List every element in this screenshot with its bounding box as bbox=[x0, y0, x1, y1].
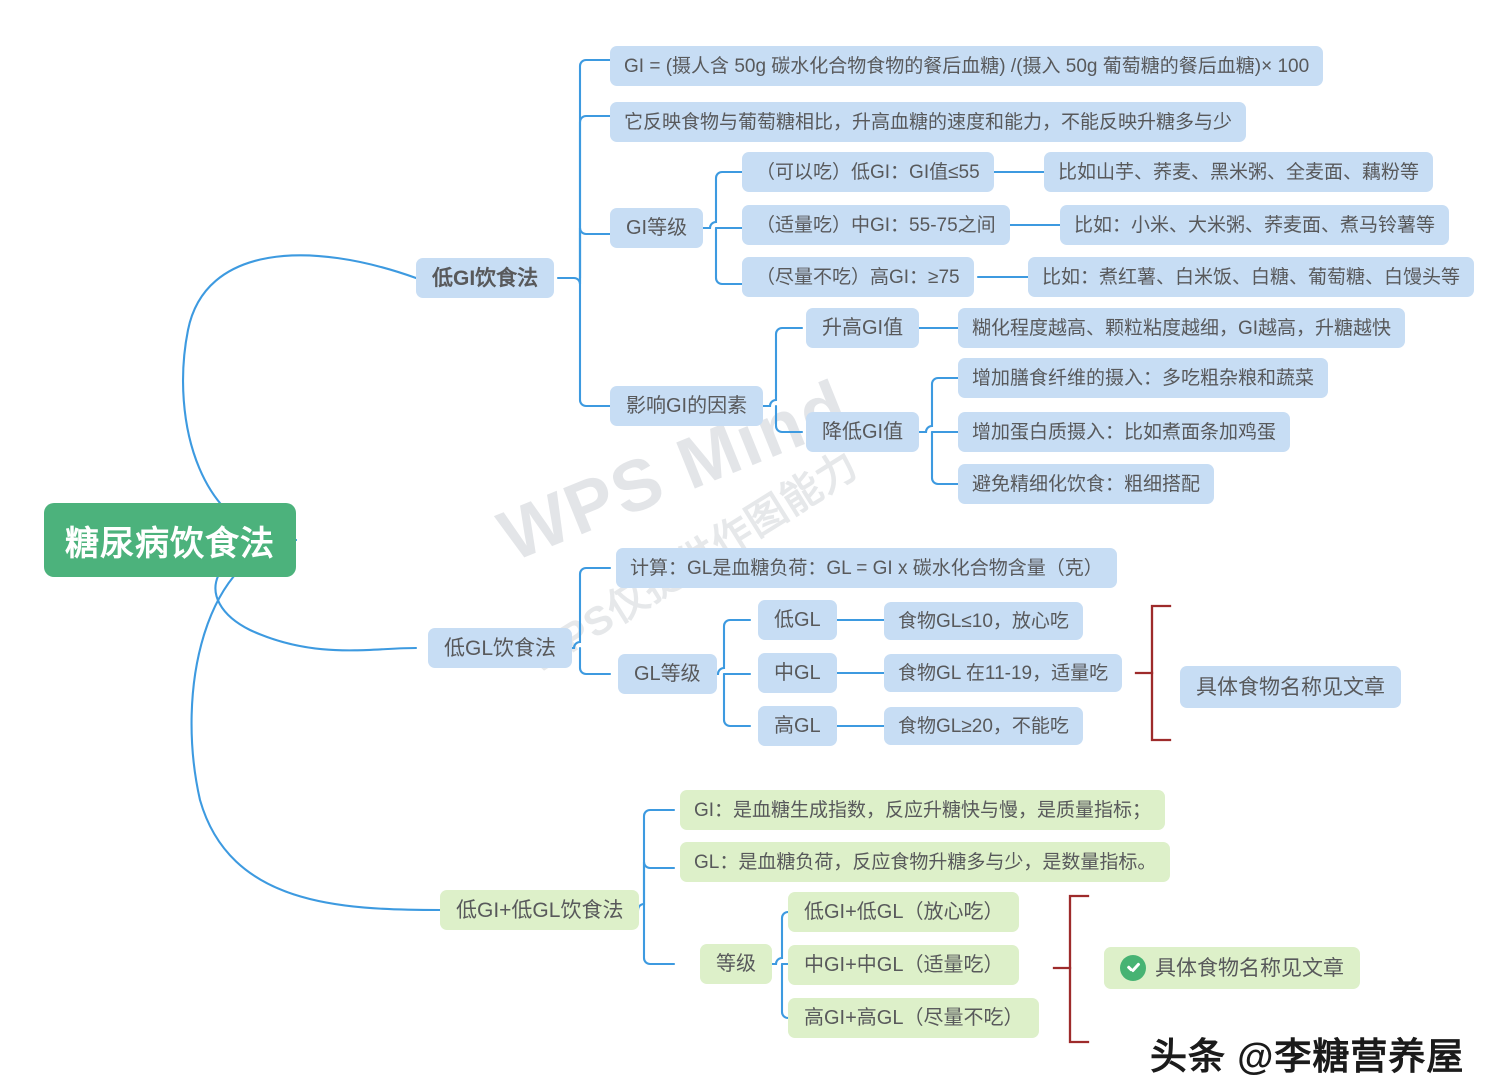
node-gl-calc[interactable]: 计算：GL是血糖负荷：GL = GI x 碳水化合物含量（克） bbox=[616, 548, 1117, 588]
node-def-gi[interactable]: GI：是血糖生成指数，反应升糖快与慢，是质量指标； bbox=[680, 790, 1166, 830]
node-gi-raise[interactable]: 升高GI值 bbox=[806, 308, 920, 348]
node-gl-low-detail[interactable]: 食物GL≤10，放心吃 bbox=[884, 602, 1083, 640]
node-label-gl-mid-detail: 食物GL 在11-19，适量吃 bbox=[898, 662, 1109, 684]
node-gl-mid[interactable]: 中GL bbox=[758, 653, 837, 693]
node-label-gi-lower-1: 增加膳食纤维的摄入：多吃粗杂粮和蔬菜 bbox=[972, 367, 1315, 389]
node-gi-raise-detail[interactable]: 糊化程度越高、颗粒粘度越细，GI越高，升糖越快 bbox=[958, 308, 1406, 348]
node-gi-factors[interactable]: 影响GI的因素 bbox=[610, 386, 764, 426]
node-label-gl-calc: 计算：GL是血糖负荷：GL = GI x 碳水化合物含量（克） bbox=[630, 557, 1103, 579]
brace-note-label-low-gl: 具体食物名称见文章 bbox=[1196, 675, 1385, 699]
branch-node-low-gl[interactable]: 低GL饮食法 bbox=[428, 628, 573, 668]
root-node[interactable]: 糖尿病饮食法 bbox=[44, 503, 296, 577]
root-node-label: 糖尿病饮食法 bbox=[65, 524, 275, 563]
channel-credit: 头条 @李糖营养屋 bbox=[1150, 1036, 1465, 1077]
node-label-gl-low: 低GL bbox=[774, 609, 821, 631]
node-label-gi-grade: GI等级 bbox=[626, 217, 688, 239]
node-gi-grade[interactable]: GI等级 bbox=[610, 208, 704, 248]
node-gi-lower-2[interactable]: 增加蛋白质摄入：比如煮面条加鸡蛋 bbox=[958, 412, 1291, 452]
node-label-gi-raise-detail: 糊化程度越高、颗粒粘度越细，GI越高，升糖越快 bbox=[972, 317, 1392, 339]
node-label-def-gl: GL：是血糖负荷，反应食物升糖多与少，是数量指标。 bbox=[694, 851, 1157, 873]
node-gi-mid-foods[interactable]: 比如：小米、大米粥、荞麦面、煮马铃薯等 bbox=[1060, 205, 1450, 245]
node-label-combo-low: 低GI+低GL（放心吃） bbox=[804, 901, 1004, 923]
brace-note-low-gl[interactable]: 具体食物名称见文章 bbox=[1180, 666, 1401, 708]
node-gl-grade[interactable]: GL等级 bbox=[618, 654, 717, 694]
node-gl-high-detail[interactable]: 食物GL≥20，不能吃 bbox=[884, 707, 1083, 745]
node-label-gi-low: （可以吃）低GI：GI值≤55 bbox=[756, 161, 980, 183]
node-gi-lower[interactable]: 降低GI值 bbox=[806, 412, 920, 452]
node-label-gi-high-foods: 比如：煮红薯、白米饭、白糖、葡萄糖、白馒头等 bbox=[1042, 266, 1461, 288]
node-combo-high[interactable]: 高GI+高GL（尽量不吃） bbox=[788, 998, 1040, 1038]
node-gl-low[interactable]: 低GL bbox=[758, 600, 837, 640]
node-label-combo-high: 高GI+高GL（尽量不吃） bbox=[804, 1007, 1024, 1029]
node-gi-low[interactable]: （可以吃）低GI：GI值≤55 bbox=[742, 152, 994, 192]
branch-label-low-gl: 低GL饮食法 bbox=[444, 636, 557, 660]
node-gl-high[interactable]: 高GL bbox=[758, 706, 837, 746]
branch-label-low-gi: 低GI饮食法 bbox=[432, 266, 539, 290]
node-combo-low[interactable]: 低GI+低GL（放心吃） bbox=[788, 892, 1020, 932]
node-label-gi-factors: 影响GI的因素 bbox=[626, 395, 748, 417]
node-gi-lower-1[interactable]: 增加膳食纤维的摄入：多吃粗杂粮和蔬菜 bbox=[958, 358, 1329, 398]
node-label-gl-grade: GL等级 bbox=[634, 663, 701, 685]
node-gi-high-foods[interactable]: 比如：煮红薯、白米饭、白糖、葡萄糖、白馒头等 bbox=[1028, 257, 1475, 297]
node-label-gl-high: 高GL bbox=[774, 715, 821, 737]
node-gi-mid[interactable]: （适量吃）中GI：55-75之间 bbox=[742, 205, 1010, 245]
node-combo-mid[interactable]: 中GI+中GL（适量吃） bbox=[788, 945, 1020, 985]
node-gi-formula[interactable]: GI = (摄人含 50g 碳水化合物食物的餐后血糖) /(摄入 50g 葡萄糖… bbox=[610, 46, 1324, 86]
node-label-gi-lower: 降低GI值 bbox=[822, 421, 904, 443]
node-label-gl-high-detail: 食物GL≥20，不能吃 bbox=[898, 715, 1069, 737]
check-circle-icon bbox=[1120, 955, 1146, 981]
node-gi-low-foods[interactable]: 比如山芋、荞麦、黑米粥、全麦面、藕粉等 bbox=[1044, 152, 1434, 192]
node-gl-mid-detail[interactable]: 食物GL 在11-19，适量吃 bbox=[884, 654, 1123, 692]
node-label-combo-mid: 中GI+中GL（适量吃） bbox=[804, 954, 1004, 976]
node-combo-grade[interactable]: 等级 bbox=[700, 944, 772, 984]
branch-node-low-gi-gl[interactable]: 低GI+低GL饮食法 bbox=[440, 890, 640, 930]
node-label-gi-lower-2: 增加蛋白质摄入：比如煮面条加鸡蛋 bbox=[972, 421, 1277, 443]
node-label-gl-mid: 中GL bbox=[774, 662, 821, 684]
node-label-gi-mid: （适量吃）中GI：55-75之间 bbox=[756, 214, 996, 236]
node-label-gi-formula: GI = (摄人含 50g 碳水化合物食物的餐后血糖) /(摄入 50g 葡萄糖… bbox=[624, 55, 1310, 77]
node-label-gi-high: （尽量不吃）高GI：≥75 bbox=[756, 266, 960, 288]
node-label-gi-lower-3: 避免精细化饮食：粗细搭配 bbox=[972, 473, 1201, 495]
node-gi-meaning[interactable]: 它反映食物与葡萄糖相比，升高血糖的速度和能力，不能反映升糖多与少 bbox=[610, 102, 1247, 142]
branch-label-low-gi-gl: 低GI+低GL饮食法 bbox=[456, 898, 624, 922]
brace-note-low-gi-gl[interactable]: 具体食物名称见文章 bbox=[1104, 947, 1360, 989]
node-label-gl-low-detail: 食物GL≤10，放心吃 bbox=[898, 610, 1069, 632]
node-label-gi-low-foods: 比如山芋、荞麦、黑米粥、全麦面、藕粉等 bbox=[1058, 161, 1420, 183]
node-def-gl[interactable]: GL：是血糖负荷，反应食物升糖多与少，是数量指标。 bbox=[680, 842, 1171, 882]
node-gi-high[interactable]: （尽量不吃）高GI：≥75 bbox=[742, 257, 974, 297]
node-label-gi-raise: 升高GI值 bbox=[822, 317, 904, 339]
node-label-combo-grade: 等级 bbox=[716, 953, 756, 975]
node-label-gi-meaning: 它反映食物与葡萄糖相比，升高血糖的速度和能力，不能反映升糖多与少 bbox=[624, 111, 1233, 133]
node-label-gi-mid-foods: 比如：小米、大米粥、荞麦面、煮马铃薯等 bbox=[1074, 214, 1436, 236]
node-label-def-gi: GI：是血糖生成指数，反应升糖快与慢，是质量指标； bbox=[694, 799, 1152, 821]
branch-node-low-gi[interactable]: 低GI饮食法 bbox=[416, 258, 555, 298]
node-gi-lower-3[interactable]: 避免精细化饮食：粗细搭配 bbox=[958, 464, 1215, 504]
brace-note-label-low-gi-gl: 具体食物名称见文章 bbox=[1155, 956, 1344, 980]
